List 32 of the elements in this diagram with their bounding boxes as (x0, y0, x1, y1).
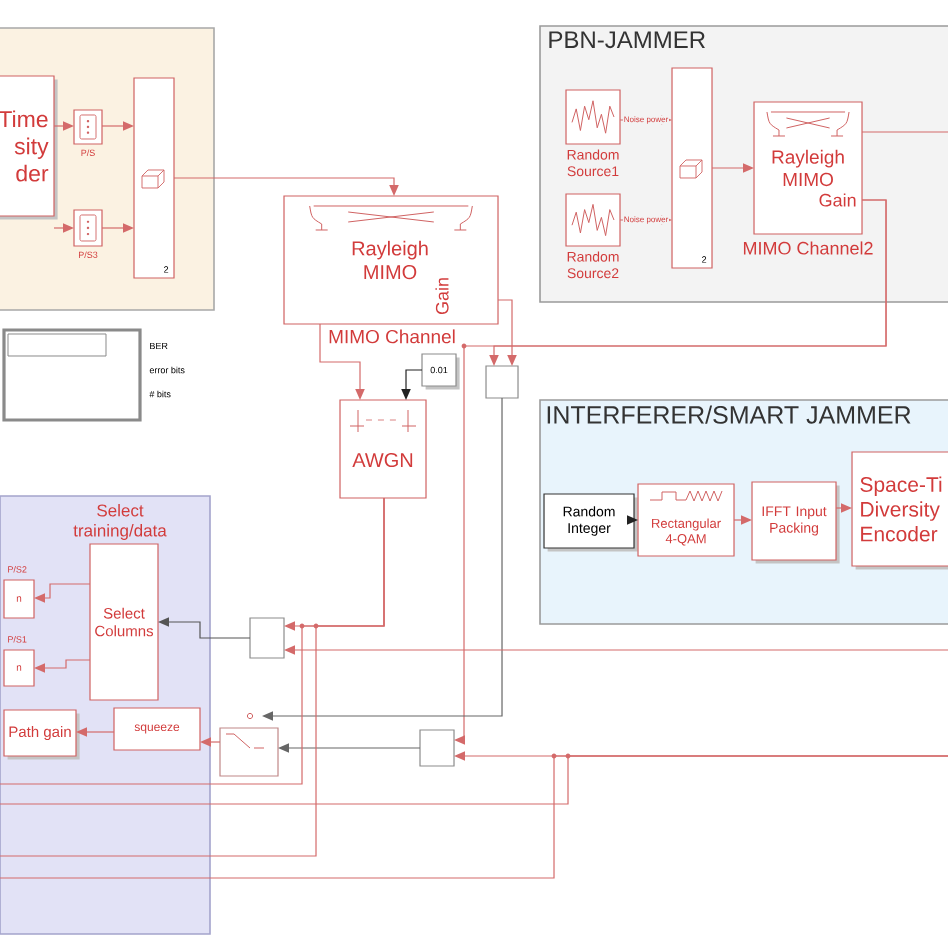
block-caption: MIMO Channel (329, 329, 455, 344)
arrow (34, 659, 91, 673)
block-caption: MIMO Channel2 (743, 241, 873, 255)
arrow (200, 737, 221, 747)
arrow (454, 199, 887, 745)
connector-line (0, 755, 948, 879)
arrow (76, 727, 115, 737)
arrow (53, 121, 74, 131)
block: Space-Ti Diversity Encoder (851, 451, 948, 570)
arrow (733, 515, 752, 525)
arrow (627, 515, 638, 525)
block (419, 729, 455, 767)
arrow (53, 223, 74, 233)
arrow (34, 583, 91, 603)
block: Rayleigh MIMO Gain (283, 195, 499, 325)
connector-line (0, 497, 385, 857)
connector-line (861, 131, 948, 133)
arrow (101, 223, 134, 233)
arrow (278, 743, 421, 753)
arrow (319, 323, 365, 400)
arrow (835, 503, 852, 513)
block (485, 365, 519, 399)
arrow (711, 163, 754, 173)
arrow (497, 299, 517, 366)
arrow (101, 121, 134, 131)
arrow (173, 177, 399, 196)
arrow (401, 369, 423, 400)
block: AWGN (339, 399, 427, 499)
arrow (284, 645, 948, 655)
block (249, 617, 285, 659)
block: Rayleigh MIMO Gain (753, 101, 863, 235)
arrow (158, 617, 251, 639)
